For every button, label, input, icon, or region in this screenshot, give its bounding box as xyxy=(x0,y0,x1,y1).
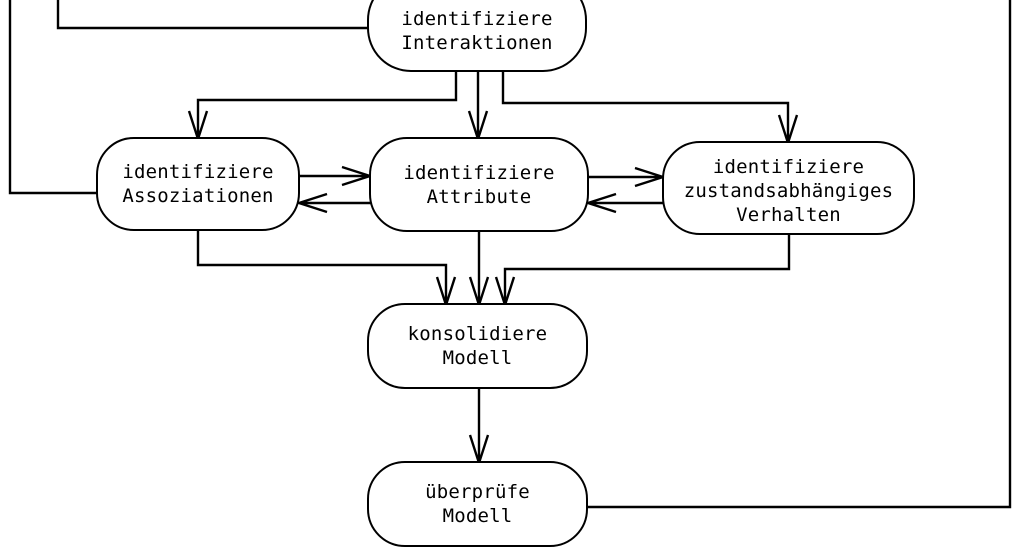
edge-konsolidiere-to-ueberpruefe xyxy=(468,387,490,467)
edge-ueberpruefe-feedback-right xyxy=(587,0,1012,509)
edge-verhalten-to-konsolidiere xyxy=(494,233,791,309)
edge-attribute-to-verhalten xyxy=(587,166,667,188)
node-ueberpruefe-modell: überprüfe Modell xyxy=(367,461,588,547)
node-label: überprüfe Modell xyxy=(425,481,530,527)
node-label: identifiziere zustandsabhängiges Verhalt… xyxy=(683,156,894,226)
node-identifiziere-interaktionen: identifiziere Interaktionen xyxy=(367,0,587,72)
edge-feedback-left-to-assoziationen xyxy=(8,0,100,195)
node-identifiziere-assoziationen: identifiziere Assoziationen xyxy=(96,137,300,231)
node-identifiziere-attribute: identifiziere Attribute xyxy=(369,137,589,232)
node-label: identifiziere Interaktionen xyxy=(401,8,553,54)
node-label: konsolidiere Modell xyxy=(407,323,548,369)
edge-verhalten-to-attribute xyxy=(584,192,664,214)
edge-assoziationen-to-attribute xyxy=(298,165,374,187)
node-label: identifiziere Attribute xyxy=(403,161,555,208)
node-label: identifiziere Assoziationen xyxy=(122,161,274,207)
edge-attribute-to-assoziationen xyxy=(295,192,371,214)
edge-interaktionen-to-verhalten xyxy=(501,70,799,147)
edge-interaktionen-to-attribute xyxy=(467,70,489,143)
edge-feedback-left-to-interaktionen xyxy=(56,0,372,30)
edge-assoziationen-to-konsolidiere xyxy=(196,229,457,309)
edge-interaktionen-to-assoziationen xyxy=(187,70,458,143)
node-konsolidiere-modell: konsolidiere Modell xyxy=(367,303,588,389)
node-identifiziere-zustandsabhaengiges-verhalten: identifiziere zustandsabhängiges Verhalt… xyxy=(662,141,915,235)
edge-attribute-to-konsolidiere xyxy=(468,230,490,309)
